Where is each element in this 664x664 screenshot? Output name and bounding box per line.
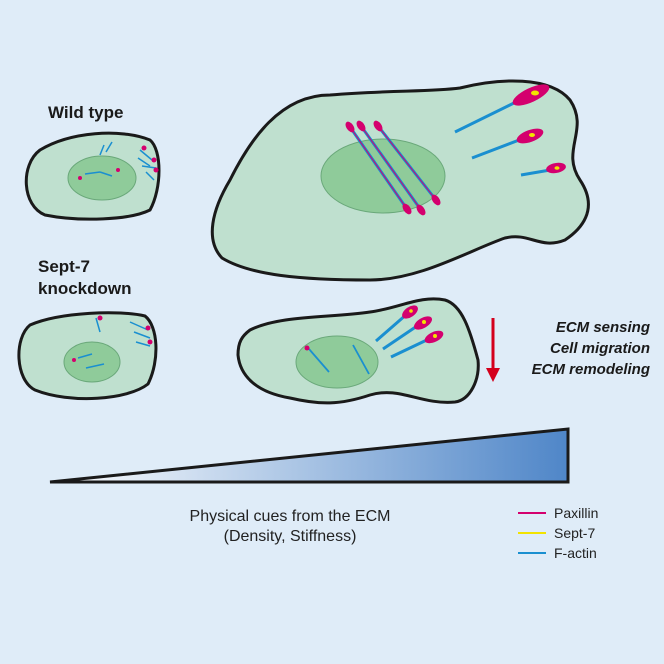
wild-type-label: Wild type (48, 103, 124, 122)
legend-label-factin: F-actin (554, 545, 597, 561)
knockdown-large-cell (236, 297, 480, 405)
knockdown-label-line2: knockdown (38, 279, 132, 298)
knockdown-small-nucleus (63, 341, 121, 383)
decrease-arrow (486, 318, 500, 382)
legend-swatch-factin (518, 552, 546, 554)
knockdown-small-cell (17, 311, 158, 401)
wild-type-small-cell (24, 131, 161, 221)
effect-ecm-sensing: ECM sensing (555, 319, 650, 336)
legend-item-factin: F-actin (518, 545, 597, 561)
legend-label-sept7: Sept-7 (554, 525, 596, 541)
legend-item-paxillin: Paxillin (518, 505, 598, 521)
legend-label-paxillin: Paxillin (554, 505, 599, 521)
legend-item-sept7: Sept-7 (518, 525, 595, 541)
gradient-caption-line1: Physical cues from the ECM (189, 508, 391, 525)
legend-swatch-paxillin (518, 512, 546, 514)
wild-type-small-nucleus (67, 155, 137, 201)
effect-cell-migration: Cell migration (549, 340, 650, 357)
wild-type-large-cell (210, 79, 590, 282)
legend-swatch-sept7 (518, 532, 546, 534)
effects-list: ECM sensing Cell migration ECM remodelin… (505, 317, 650, 380)
knockdown-large-nucleus (295, 335, 379, 389)
ecm-gradient-wedge (49, 427, 570, 484)
gradient-caption-line2: (Density, Stiffness) (223, 528, 357, 545)
gradient-caption: Physical cues from the ECM (Density, Sti… (170, 507, 410, 547)
effect-ecm-remodeling: ECM remodeling (531, 361, 650, 378)
knockdown-label-line1: Sept-7 (38, 257, 90, 276)
